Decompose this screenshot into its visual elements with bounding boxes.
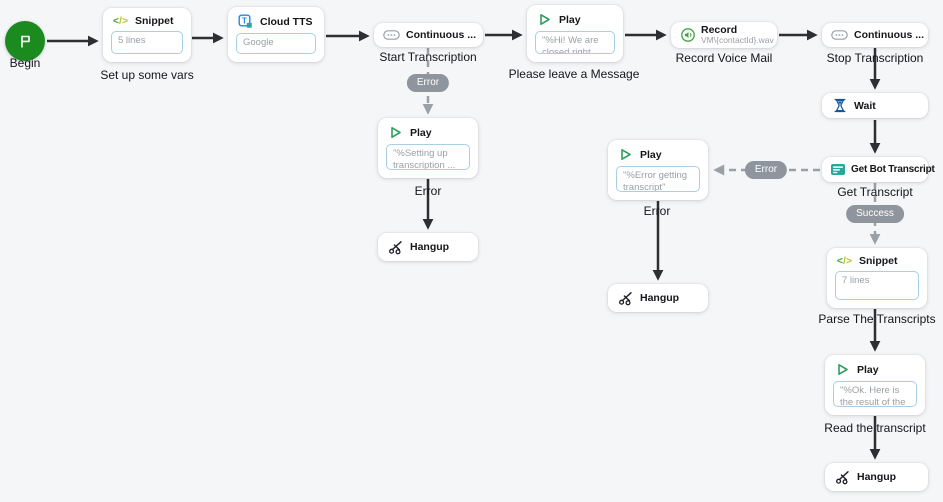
node-title: Snippet	[859, 255, 898, 267]
branch-badge-success[interactable]: Success	[846, 205, 904, 223]
node-caption: Error	[643, 204, 671, 218]
record-speaker-icon	[679, 27, 696, 43]
record-voicemail-node[interactable]: Record VM\{contactId}.wav	[671, 22, 777, 48]
flag-icon	[17, 33, 34, 50]
continuous-start-node[interactable]: Continuous ...	[374, 23, 483, 47]
node-caption: Get Transcript	[837, 185, 913, 199]
node-title: Play	[857, 363, 879, 376]
hangup-scissors-icon	[834, 470, 851, 485]
hangup-error-transcript-node[interactable]: Hangup	[608, 284, 708, 312]
node-title: Play	[410, 126, 432, 139]
play-icon	[536, 12, 553, 27]
node-title: Wait	[854, 99, 876, 112]
play-prompt-field[interactable]: "%Ok. Here is the result of the ...	[833, 381, 917, 407]
node-title: Continuous ...	[854, 29, 924, 41]
code-snippet-icon: </>	[112, 15, 129, 27]
node-caption: Record Voice Mail	[675, 51, 773, 65]
hangup-error-setup-node[interactable]: Hangup	[378, 233, 478, 261]
play-prompt-field[interactable]: "%Error getting transcript"	[616, 166, 700, 192]
code-snippet-icon: </>	[836, 255, 853, 267]
play-icon	[617, 147, 634, 162]
node-caption: Begin	[9, 56, 41, 70]
node-title: Continuous ...	[406, 29, 476, 41]
play-prompt-field[interactable]: "%Setting up transcription ...	[386, 144, 470, 170]
play-error-setup-node[interactable]: Play "%Setting up transcription ...	[378, 118, 478, 178]
wait-node[interactable]: Wait	[822, 93, 928, 118]
node-title: Hangup	[410, 241, 450, 253]
branch-badge-error[interactable]: Error	[406, 74, 450, 92]
node-caption: Stop Transcription	[826, 51, 924, 65]
text-to-speech-icon: T	[237, 14, 254, 29]
play-icon	[387, 125, 404, 140]
node-caption: Set up some vars	[100, 68, 194, 82]
transcript-card-icon	[829, 163, 846, 176]
continuous-stop-node[interactable]: Continuous ...	[822, 23, 928, 47]
node-title: Record	[701, 24, 738, 37]
snippet-field[interactable]: 7 lines	[835, 271, 919, 300]
hangup-scissors-icon	[387, 240, 404, 255]
hangup-scissors-icon	[617, 291, 634, 306]
play-result-node[interactable]: Play "%Ok. Here is the result of the ...	[825, 355, 925, 415]
branch-badge-error[interactable]: Error	[744, 161, 788, 179]
node-caption: Parse The Transcripts	[818, 312, 936, 326]
svg-text:T: T	[242, 16, 247, 25]
hangup-main-node[interactable]: Hangup	[825, 463, 928, 491]
snippet-parse-node[interactable]: </> Snippet 7 lines	[827, 248, 927, 308]
node-title: Cloud TTS	[260, 15, 313, 28]
cloud-tts-node[interactable]: T Cloud TTS Google	[228, 7, 324, 62]
node-title: Get Bot Transcript	[851, 164, 935, 175]
tts-provider-field[interactable]: Google	[236, 33, 316, 54]
continuous-pill-icon	[383, 30, 400, 40]
node-caption: Start Transcription	[379, 50, 477, 64]
begin-node[interactable]	[5, 21, 45, 61]
play-prompt-field[interactable]: "%Hi! We are closed right now, ...	[535, 31, 615, 54]
play-greeting-node[interactable]: Play "%Hi! We are closed right now, ...	[527, 5, 623, 62]
play-icon	[834, 362, 851, 377]
node-caption: Please leave a Message	[508, 67, 640, 81]
node-title: Hangup	[640, 292, 680, 304]
snippet-vars-node[interactable]: </> Snippet 5 lines	[103, 8, 191, 62]
play-error-transcript-node[interactable]: Play "%Error getting transcript"	[608, 140, 708, 200]
node-title: Hangup	[857, 471, 897, 483]
node-caption: Read the transcript	[824, 421, 926, 435]
node-title: Play	[640, 148, 662, 161]
node-title: Play	[559, 13, 581, 26]
node-caption: Error	[414, 184, 442, 198]
snippet-field[interactable]: 5 lines	[111, 31, 183, 54]
node-title: Snippet	[135, 15, 174, 27]
hourglass-icon	[831, 98, 848, 113]
get-bot-transcript-node[interactable]: Get Bot Transcript	[822, 157, 935, 182]
continuous-pill-icon	[831, 30, 848, 40]
record-filename: VM\{contactId}.wav	[701, 35, 774, 46]
